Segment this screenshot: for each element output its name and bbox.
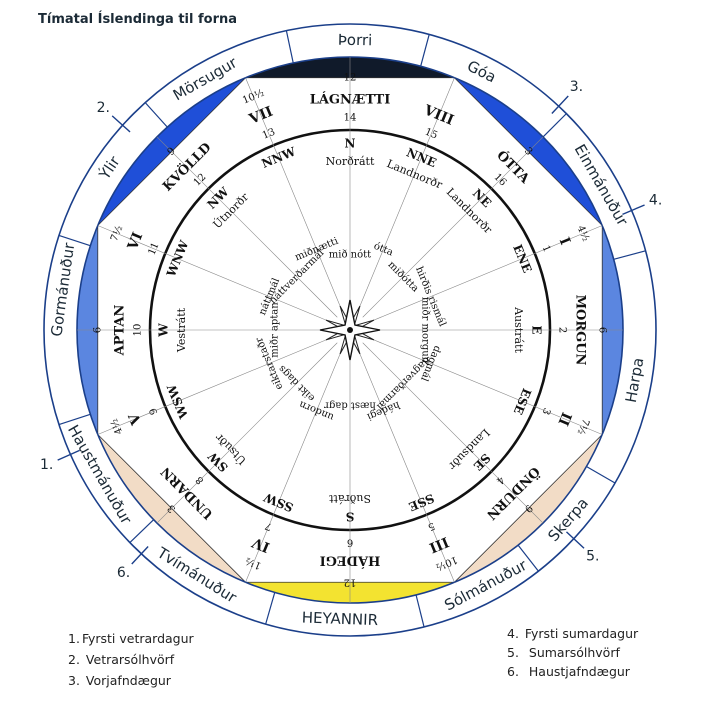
- legend-right: 4. Fyrsti sumardagur 5. Sumarsólhvörf 6.…: [507, 624, 638, 681]
- dirname-n: Norðrátt: [326, 155, 375, 168]
- hour-wsw: 9: [148, 406, 161, 416]
- spoke-wnw: [97, 225, 334, 324]
- spoke-ese: [366, 336, 603, 435]
- spoke-sse: [356, 346, 455, 583]
- hour-ese: 3: [540, 406, 553, 416]
- roman-5: IV: [249, 533, 272, 555]
- dir-s: S: [346, 510, 355, 524]
- month-divider: [58, 413, 91, 426]
- clock-e: 6: [597, 327, 608, 333]
- marker-label-1: 1.: [40, 457, 53, 473]
- marker-tick-5: [566, 531, 585, 549]
- clock-n: 12: [344, 73, 357, 84]
- daypart-w: miðr aptan: [270, 302, 281, 358]
- spoke-sw: [156, 342, 338, 524]
- marker-label-5: 5.: [586, 548, 599, 564]
- spoke-ene: [366, 225, 603, 324]
- month-divider: [586, 465, 616, 484]
- month-divider: [129, 519, 155, 543]
- month-divider: [285, 30, 294, 64]
- spoke-se: [362, 342, 544, 524]
- dir-n: N: [345, 137, 356, 151]
- clock-s: 12: [344, 577, 357, 588]
- legend-left: 1.Fyrsti vetrardagur 2. Vetrarsólhvörf 3…: [68, 628, 194, 691]
- hour-nnw: 13: [261, 127, 277, 142]
- spoke-nne: [356, 77, 455, 314]
- eykt-s: HÁDEGI: [320, 553, 381, 569]
- hour-e: 2: [557, 327, 568, 333]
- month-divider: [415, 594, 425, 628]
- compass-spokes: [77, 57, 623, 603]
- month-7: HEYANNIR: [301, 608, 378, 629]
- spoke-nnw: [245, 77, 344, 314]
- roman-7: VI: [125, 230, 147, 253]
- month-divider: [58, 234, 91, 247]
- dir-e: E: [530, 325, 544, 334]
- dirname-e: Austrátt: [512, 306, 525, 353]
- solstice-markers: 1. 2. 3. 4. 5. 6.: [40, 79, 662, 581]
- month-4: Harpa: [622, 356, 648, 404]
- marker-label-6: 6.: [117, 565, 130, 581]
- hour-n: 14: [344, 113, 357, 124]
- spoke-wsw: [97, 336, 334, 435]
- marker-tick-1: [57, 449, 80, 461]
- marker-tick-6: [131, 546, 149, 565]
- roman-4: III: [427, 533, 451, 555]
- month-divider: [517, 544, 539, 572]
- legend-item-2: 2. Vetrarsólhvörf: [68, 652, 175, 667]
- dir-w: W: [157, 323, 171, 338]
- hour-sse: 5: [426, 520, 436, 533]
- marker-label-4: 4.: [649, 192, 662, 208]
- page-title: Tímatal Íslendinga til forna: [38, 12, 238, 27]
- daypart-s: hæst dagr: [324, 400, 376, 411]
- clock-w: 6: [93, 327, 104, 333]
- marker-tick-4: [622, 204, 645, 215]
- star-center: [347, 327, 353, 333]
- month-1: Þorri: [338, 31, 373, 50]
- dirname-s: Suðrátt: [328, 492, 370, 505]
- daypart-e: miðr morgun: [420, 297, 431, 364]
- legend-item-6: 6. Haustjafndægur: [507, 664, 630, 679]
- month-divider: [144, 102, 168, 128]
- eykt-n: LÁGNÆTTI: [310, 92, 391, 108]
- month-divider: [542, 113, 567, 138]
- spoke-nw: [156, 136, 338, 318]
- eykt-e: MORGUN: [573, 295, 588, 366]
- marker-tick-3: [551, 95, 569, 114]
- legend-item-5: 5. Sumarsólhvörf: [507, 645, 620, 660]
- eykt-w: APTAN: [113, 304, 128, 356]
- month-10: Gormánuður: [47, 241, 78, 338]
- month-divider: [420, 34, 430, 67]
- legend-item-3: 3. Vorjafndægur: [68, 673, 171, 688]
- month-divider: [613, 250, 646, 260]
- hour-w: 10: [133, 324, 144, 337]
- marker-label-2: 2.: [97, 100, 110, 116]
- month-divider: [265, 592, 276, 625]
- hour-ene: 1: [540, 244, 553, 254]
- dirname-w: Vestrátt: [175, 307, 188, 353]
- marker-tick-2: [111, 115, 131, 133]
- legend-item-1: 1.Fyrsti vetrardagur: [68, 631, 194, 646]
- outer-ring: [43, 23, 657, 637]
- marker-label-3: 3.: [570, 79, 583, 95]
- hour-wnw: 11: [147, 241, 162, 257]
- hour-nne: 15: [423, 127, 439, 142]
- month-2: Góa: [464, 57, 499, 87]
- hour-ssw: 7: [264, 520, 274, 533]
- hour-s: 6: [347, 537, 353, 548]
- legend-item-4: 4. Fyrsti sumardagur: [507, 626, 639, 641]
- roman-3: II: [554, 410, 574, 428]
- spoke-ssw: [245, 346, 344, 583]
- spoke-ne: [362, 136, 544, 318]
- daypart-n: mið nótt: [329, 250, 371, 261]
- compass-star-icon: [319, 299, 381, 361]
